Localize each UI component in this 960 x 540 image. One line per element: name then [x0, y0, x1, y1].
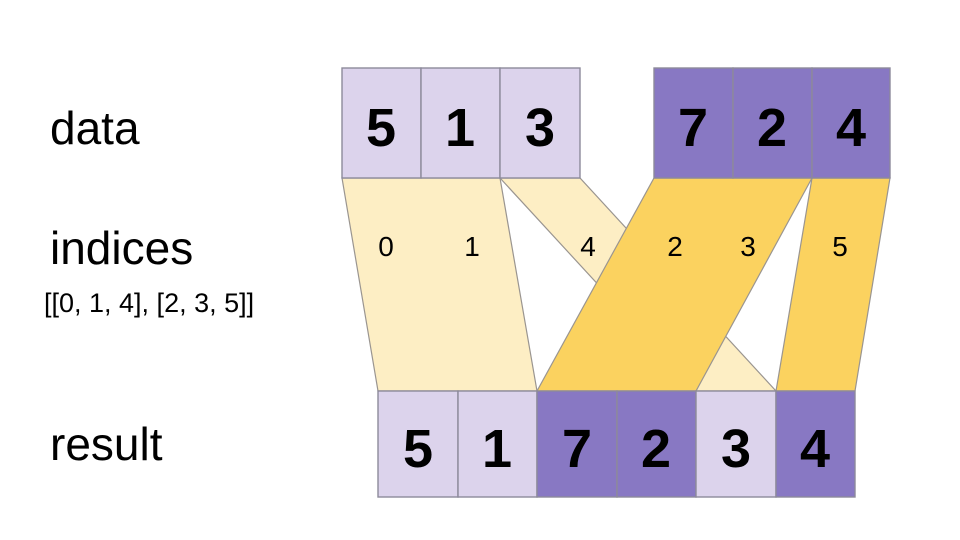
index-label-5: 5	[832, 231, 848, 262]
result-cell-value-1: 1	[482, 419, 512, 479]
result-cell-value-3: 2	[641, 419, 671, 479]
index-label-3: 2	[667, 231, 683, 262]
ribbon-layer	[341, 177, 891, 392]
index-label-1: 1	[464, 231, 480, 262]
data-cell-value-3: 7	[678, 98, 708, 158]
result-row: 5 1 7 2 3 4	[377, 390, 856, 498]
data-cell-value-2: 3	[525, 98, 555, 158]
label-indices: indices	[50, 222, 193, 274]
index-label-2: 4	[580, 231, 596, 262]
data-cell-4[interactable]	[732, 67, 813, 179]
result-cell-value-5: 4	[800, 419, 830, 479]
label-result: result	[50, 418, 163, 470]
label-data: data	[50, 102, 140, 154]
result-cell-value-0: 5	[403, 419, 433, 479]
result-cell-4[interactable]	[695, 390, 777, 498]
index-label-0: 0	[378, 231, 394, 262]
result-cell-3[interactable]	[616, 390, 697, 498]
result-cell-value-4: 3	[721, 419, 751, 479]
result-cell-value-2: 7	[562, 419, 592, 479]
data-cell-1[interactable]	[420, 67, 501, 179]
result-cell-0[interactable]	[377, 390, 459, 498]
result-cell-5[interactable]	[775, 390, 856, 498]
result-cell-1[interactable]	[457, 390, 538, 498]
label-indices-sub: [[0, 1, 4], [2, 3, 5]]	[44, 288, 254, 318]
data-cell-2[interactable]	[499, 67, 581, 179]
row-label-layer: data indices [[0, 1, 4], [2, 3, 5]] resu…	[44, 102, 254, 470]
data-cell-5[interactable]	[811, 67, 891, 179]
ribbon-index-0-1	[341, 177, 538, 392]
data-cell-value-0: 5	[366, 98, 396, 158]
data-row: 5 1 3 7 2 4	[341, 67, 891, 179]
data-cell-value-5: 4	[836, 98, 866, 158]
index-label-4: 3	[740, 231, 756, 262]
index-label-layer: 0 1 4 2 3 5	[378, 231, 848, 262]
data-cell-value-1: 1	[445, 98, 475, 158]
data-cell-value-4: 2	[757, 98, 787, 158]
